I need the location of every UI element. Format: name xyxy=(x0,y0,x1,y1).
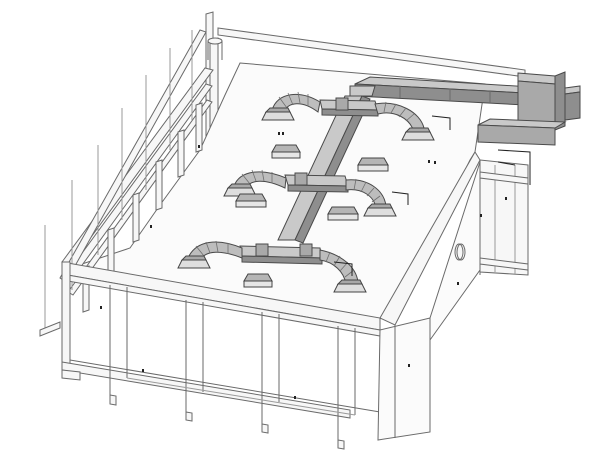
left-side-frame xyxy=(39,29,214,337)
return-grilles xyxy=(235,144,389,288)
front-frame xyxy=(61,261,381,450)
right-wall xyxy=(377,151,529,441)
main-supply-duct xyxy=(277,71,581,244)
branch-ducts xyxy=(239,97,379,265)
annotation-leaders xyxy=(100,115,531,399)
supply-diffusers xyxy=(177,107,435,293)
